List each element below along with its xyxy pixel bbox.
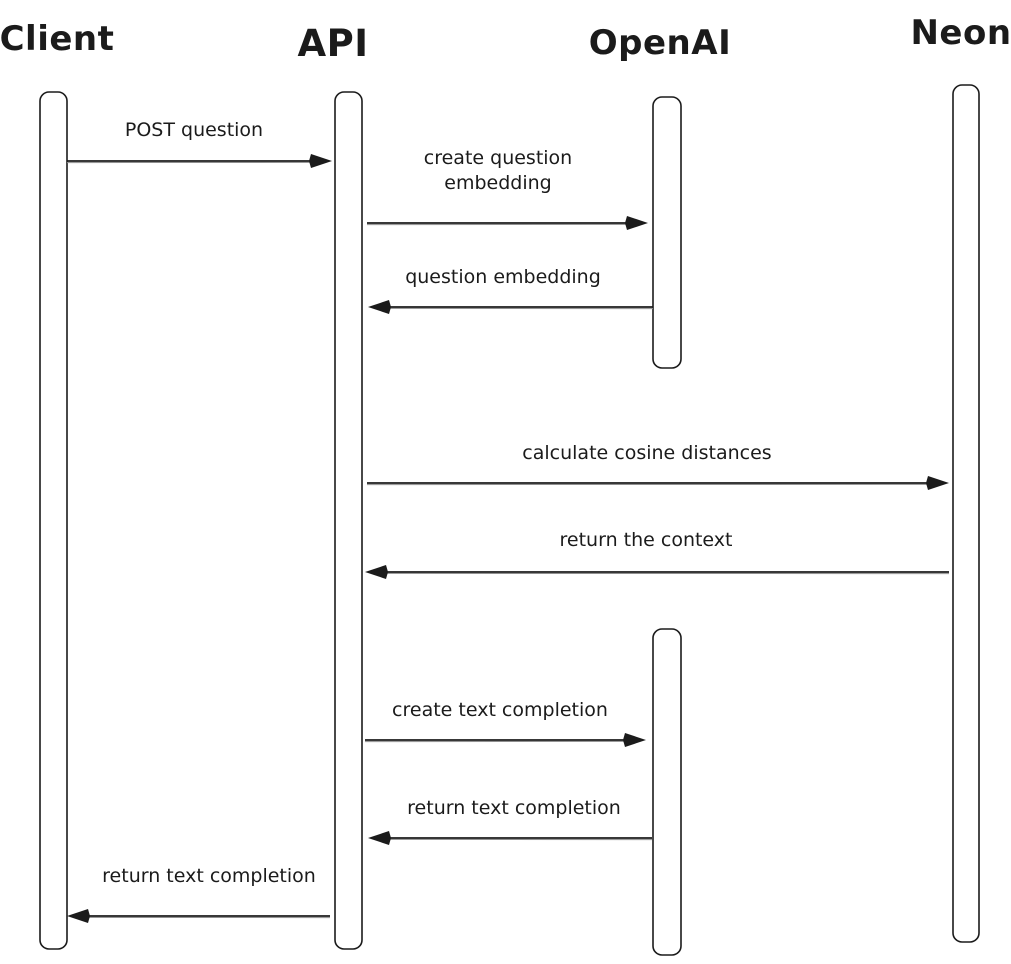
message-label-calculate-cosine-distances: calculate cosine distances — [522, 442, 771, 464]
message-label-create-question-embedding: embedding — [444, 172, 551, 194]
message-return-text-completion-client: return text completion — [67, 865, 331, 923]
lifeline-bar-api — [334, 91, 363, 950]
message-question-embedding: question embedding — [368, 266, 654, 314]
message-label-question-embedding: question embedding — [405, 266, 601, 288]
message-label-return-the-context: return the context — [560, 529, 733, 551]
actor-label-neon: Neon — [910, 13, 1011, 53]
message-label-create-text-completion: create text completion — [392, 699, 608, 721]
messages-layer: POST question create question embedding que… — [66, 119, 950, 923]
message-post-question: POST question — [66, 119, 332, 168]
arrowhead-right-icon — [926, 476, 949, 490]
message-label-return-text-completion-client: return text completion — [102, 865, 316, 887]
lifelines-layer: Client API OpenAI Neon — [0, 13, 1011, 956]
message-return-the-context: return the context — [365, 529, 950, 579]
message-create-question-embedding: create question embedding — [366, 147, 648, 230]
message-label-create-question-embedding: create question — [424, 147, 572, 169]
message-calculate-cosine-distances: calculate cosine distances — [366, 442, 949, 490]
lifeline-bar-openai — [652, 96, 682, 369]
arrowhead-left-icon — [368, 300, 391, 314]
message-create-text-completion: create text completion — [364, 699, 646, 747]
lifeline-bar-neon — [952, 84, 980, 943]
arrowhead-left-icon — [368, 831, 391, 845]
arrowhead-left-icon — [67, 909, 90, 923]
actor-label-client: Client — [0, 19, 114, 59]
message-label-post-question: POST question — [125, 119, 263, 141]
arrowhead-right-icon — [623, 733, 646, 747]
lifeline-bar-openai — [652, 628, 682, 956]
arrowhead-right-icon — [309, 154, 332, 168]
lifeline-bar-client — [39, 91, 68, 950]
message-label-return-text-completion-openai: return text completion — [407, 797, 621, 819]
arrowhead-left-icon — [365, 565, 388, 579]
arrowhead-right-icon — [625, 216, 648, 230]
actor-label-api: API — [297, 22, 368, 65]
message-return-text-completion-openai: return text completion — [368, 797, 653, 845]
actor-label-openai: OpenAI — [589, 23, 731, 63]
